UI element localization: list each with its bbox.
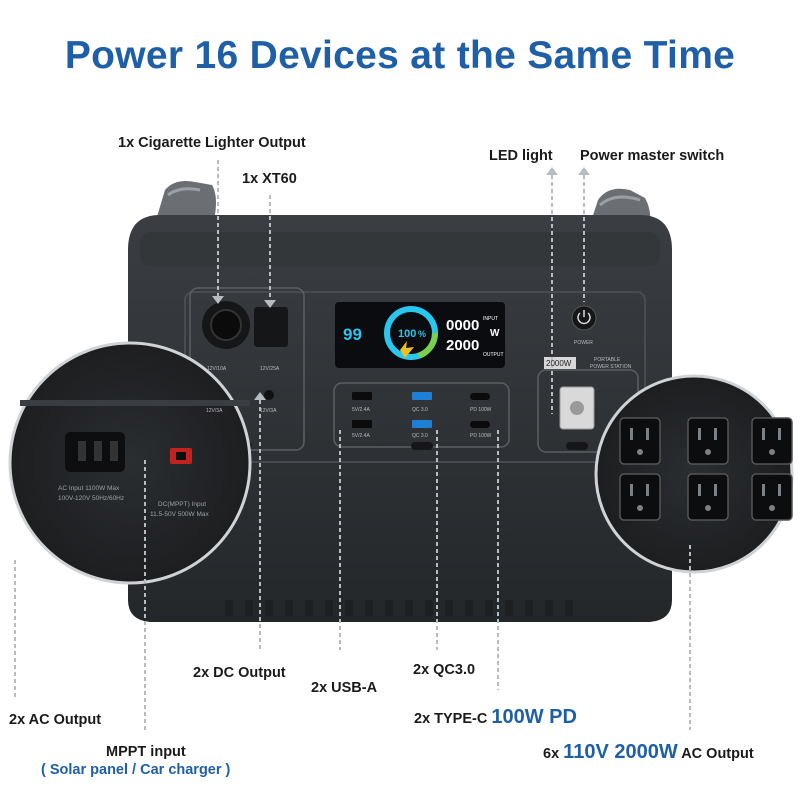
dc-input-spec-1: DC(MPPT) Input [158,501,206,508]
lcd-percent: 100 [398,328,416,340]
lcd-output-value: 2000 [446,337,479,354]
usb2-label: 5V/2.4A [352,433,370,439]
label-typec-value: 100W PD [491,706,577,728]
dc-input-spec-2: 11.5-50V 500W Max [150,511,210,518]
label-cigarette-lighter: 1x Cigarette Lighter Output [118,135,306,151]
ac-input-socket [65,432,125,472]
label-ac-prefix: 6x [543,746,560,762]
lcd-input-value: 0000 [446,317,479,334]
label-mppt: MPPT input [106,744,186,760]
callout-lines [14,160,691,730]
lcd-input-label: INPUT [483,316,498,322]
lcd-display [335,302,505,368]
headline: Power 16 Devices at the Same Time [64,34,736,77]
label-qc3: 2x QC3.0 [413,662,476,678]
lcd-unit: W [490,328,500,339]
dc2-label: 12V/3A [260,408,277,414]
pd2-label: PD 100W [470,433,492,439]
label-ac-output-right: 6x 110V 2000W AC Output [543,741,754,764]
cigarette-lighter-port [202,301,250,349]
lcd-percent-unit: % [418,329,426,339]
label-usb-a: 2x USB-A [311,680,378,696]
power-button [571,305,597,331]
zoom-left-circle [8,341,252,585]
car-port-label: 12V/10A [207,366,227,372]
label-ac-output-left: 2x AC Output [9,712,102,728]
dc1-label: 12V/3A [206,408,223,414]
label-dc-output: 2x DC Output [193,665,286,681]
mppt-input-port [170,448,192,464]
label-ac-value: 110V 2000W [563,741,678,763]
label-led-light: LED light [489,148,553,164]
label-xt60: 1x XT60 [242,171,297,187]
xt60-port-label: 12V/25A [260,366,280,372]
label-power-switch: Power master switch [580,148,725,164]
ac-input-spec-2: 100V-120V 50Hz/60Hz [58,495,124,502]
qc2-label: QC 3.0 [412,433,428,439]
lcd-left-value: 99 [343,325,362,344]
qc1-label: QC 3.0 [412,407,428,413]
label-typec: 2x TYPE-C 100W PD [414,706,577,729]
pd1-label: PD 100W [470,407,492,413]
label-ac-suffix: AC Output [681,746,754,762]
label-mppt-sub: ( Solar panel / Car charger ) [41,762,231,778]
model-line-1: PORTABLE [594,357,621,363]
xt60-port [254,307,288,347]
power-label: POWER [574,340,593,346]
ac-input-spec-1: AC Input 1100W Max [58,485,120,492]
label-typec-prefix: 2x TYPE-C [414,711,488,727]
usb1-label: 5V/2.4A [352,407,370,413]
model-line-2: POWER STATION [590,364,632,370]
lcd-output-label: OUTPUT [483,352,504,358]
capacity-badge: 2000W [546,359,572,368]
